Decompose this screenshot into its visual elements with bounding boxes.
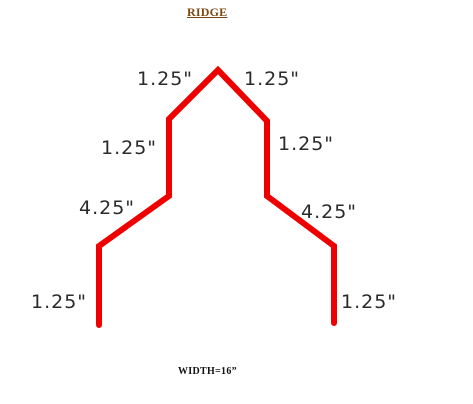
- left-upper-vertical-length-label: 1.25": [101, 137, 157, 159]
- left-peak-length-label: 1.25": [137, 68, 193, 90]
- diagram-title: RIDGE: [187, 5, 228, 19]
- left-slope-length-label: 4.25": [79, 197, 135, 219]
- right-slope-length-label: 4.25": [301, 201, 357, 223]
- total-width-label: WIDTH=16”: [178, 366, 237, 377]
- ridge-profile-line: [96, 65, 337, 328]
- left-lower-vertical-length-label: 1.25": [31, 291, 87, 313]
- right-lower-vertical-length-label: 1.25": [341, 291, 397, 313]
- right-upper-vertical-length-label: 1.25": [278, 133, 334, 155]
- right-peak-length-label: 1.25": [244, 68, 300, 90]
